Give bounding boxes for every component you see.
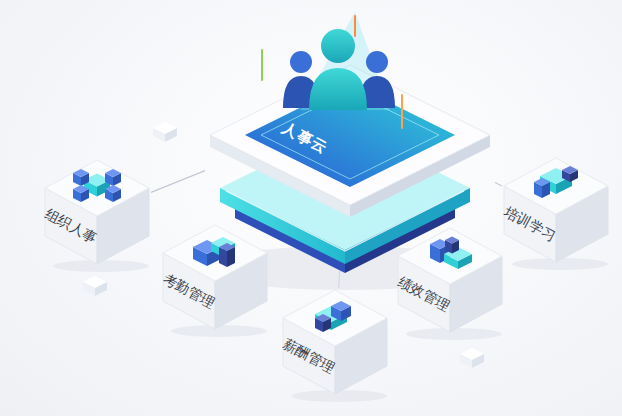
connector-line bbox=[151, 171, 205, 193]
platform-node: 人事云 bbox=[205, 10, 495, 215]
floating-cube bbox=[83, 276, 107, 296]
module-cube: 组织人事 bbox=[43, 158, 151, 270]
module-icon bbox=[193, 237, 235, 267]
module-cube: 培训学习 bbox=[502, 156, 610, 268]
module-icon bbox=[430, 237, 472, 270]
connector-line bbox=[495, 183, 502, 186]
module-icon bbox=[315, 301, 351, 332]
module-cube: 考勤管理 bbox=[161, 223, 269, 335]
module-cube: 绩效管理 bbox=[396, 226, 504, 338]
floating-cube bbox=[460, 348, 484, 368]
module-icon bbox=[534, 166, 578, 198]
platform-illustration bbox=[205, 10, 495, 215]
floating-cube bbox=[153, 122, 177, 142]
module-cube: 薪酬管理 bbox=[281, 288, 389, 400]
module-icon bbox=[73, 169, 121, 202]
